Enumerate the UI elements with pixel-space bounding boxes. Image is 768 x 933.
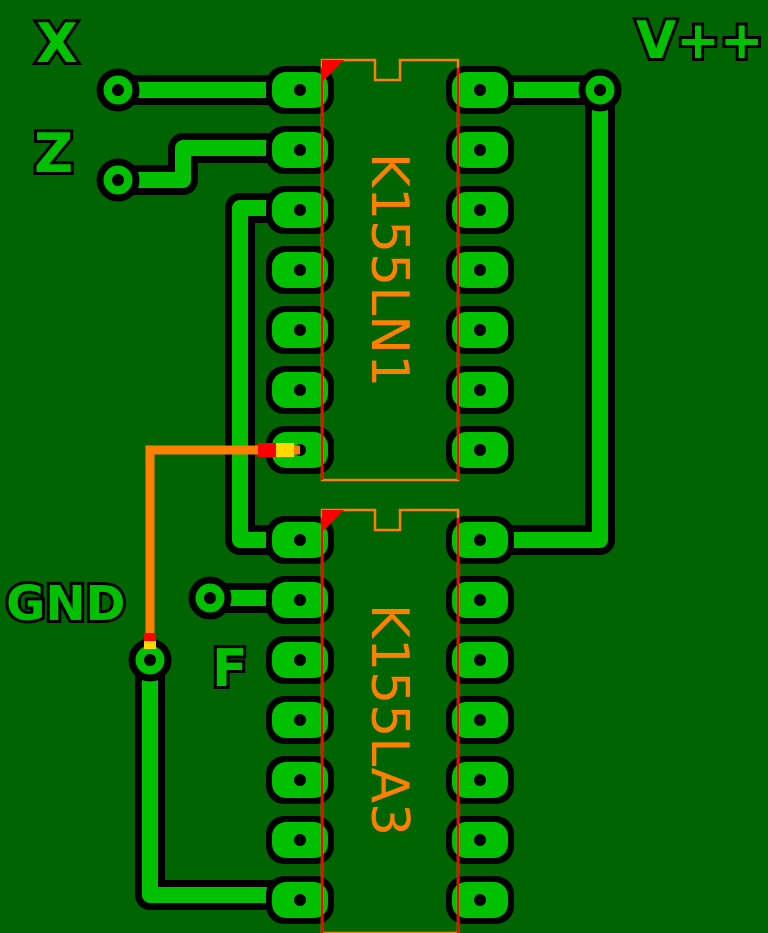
pad-upper-4 (266, 246, 334, 294)
pad-lower-14 (446, 516, 514, 564)
chip-label-upper: K155LN1 (359, 153, 419, 387)
pad-lower-1 (266, 516, 334, 564)
chip-label-lower: K155LA3 (359, 604, 419, 836)
pad-lower-10 (446, 756, 514, 804)
pad-lower-8 (446, 876, 514, 924)
pad-lower-4 (266, 696, 334, 744)
pad-lower-2 (266, 576, 334, 624)
pad-upper-8 (446, 426, 514, 474)
pad-upper-3 (266, 186, 334, 234)
label-x: X (36, 12, 78, 75)
pad-upper-11 (446, 246, 514, 294)
jumper-marker-pad (258, 443, 276, 457)
trace-vcc (472, 82, 608, 548)
pad-upper-6 (266, 366, 334, 414)
pad-lower-9 (446, 816, 514, 864)
pad-lower-11 (446, 696, 514, 744)
pad-lower-6 (266, 816, 334, 864)
pad-lower-13 (446, 576, 514, 624)
pad-upper-14 (446, 66, 514, 114)
pad-lower-5 (266, 756, 334, 804)
chip-upper: K155LN1 (320, 58, 460, 482)
label-f: F (212, 639, 248, 699)
trace-z (110, 140, 308, 188)
pad-upper-9 (446, 366, 514, 414)
pad-upper-10 (446, 306, 514, 354)
pad-lower-7 (266, 876, 334, 924)
pad-upper-12 (446, 186, 514, 234)
pad-upper-1 (266, 66, 334, 114)
jumper-marker-gnd (144, 633, 156, 641)
chip-lower: K155LA3 (320, 508, 460, 933)
pad-upper-5 (266, 306, 334, 354)
pad-upper-2 (266, 126, 334, 174)
pad-lower-3 (266, 636, 334, 684)
pad-upper-13 (446, 126, 514, 174)
trace-gnd (142, 652, 308, 903)
jumper-marker-gnd-2 (144, 641, 156, 649)
label-vcc: V++ (636, 11, 763, 71)
label-gnd: GND (6, 576, 125, 632)
pads (266, 66, 514, 924)
jumper-marker-end (276, 443, 294, 457)
terminal-pads (96, 68, 622, 682)
jumper-wire (145, 445, 300, 645)
pad-lower-12 (446, 636, 514, 684)
label-z: Z (34, 122, 73, 185)
